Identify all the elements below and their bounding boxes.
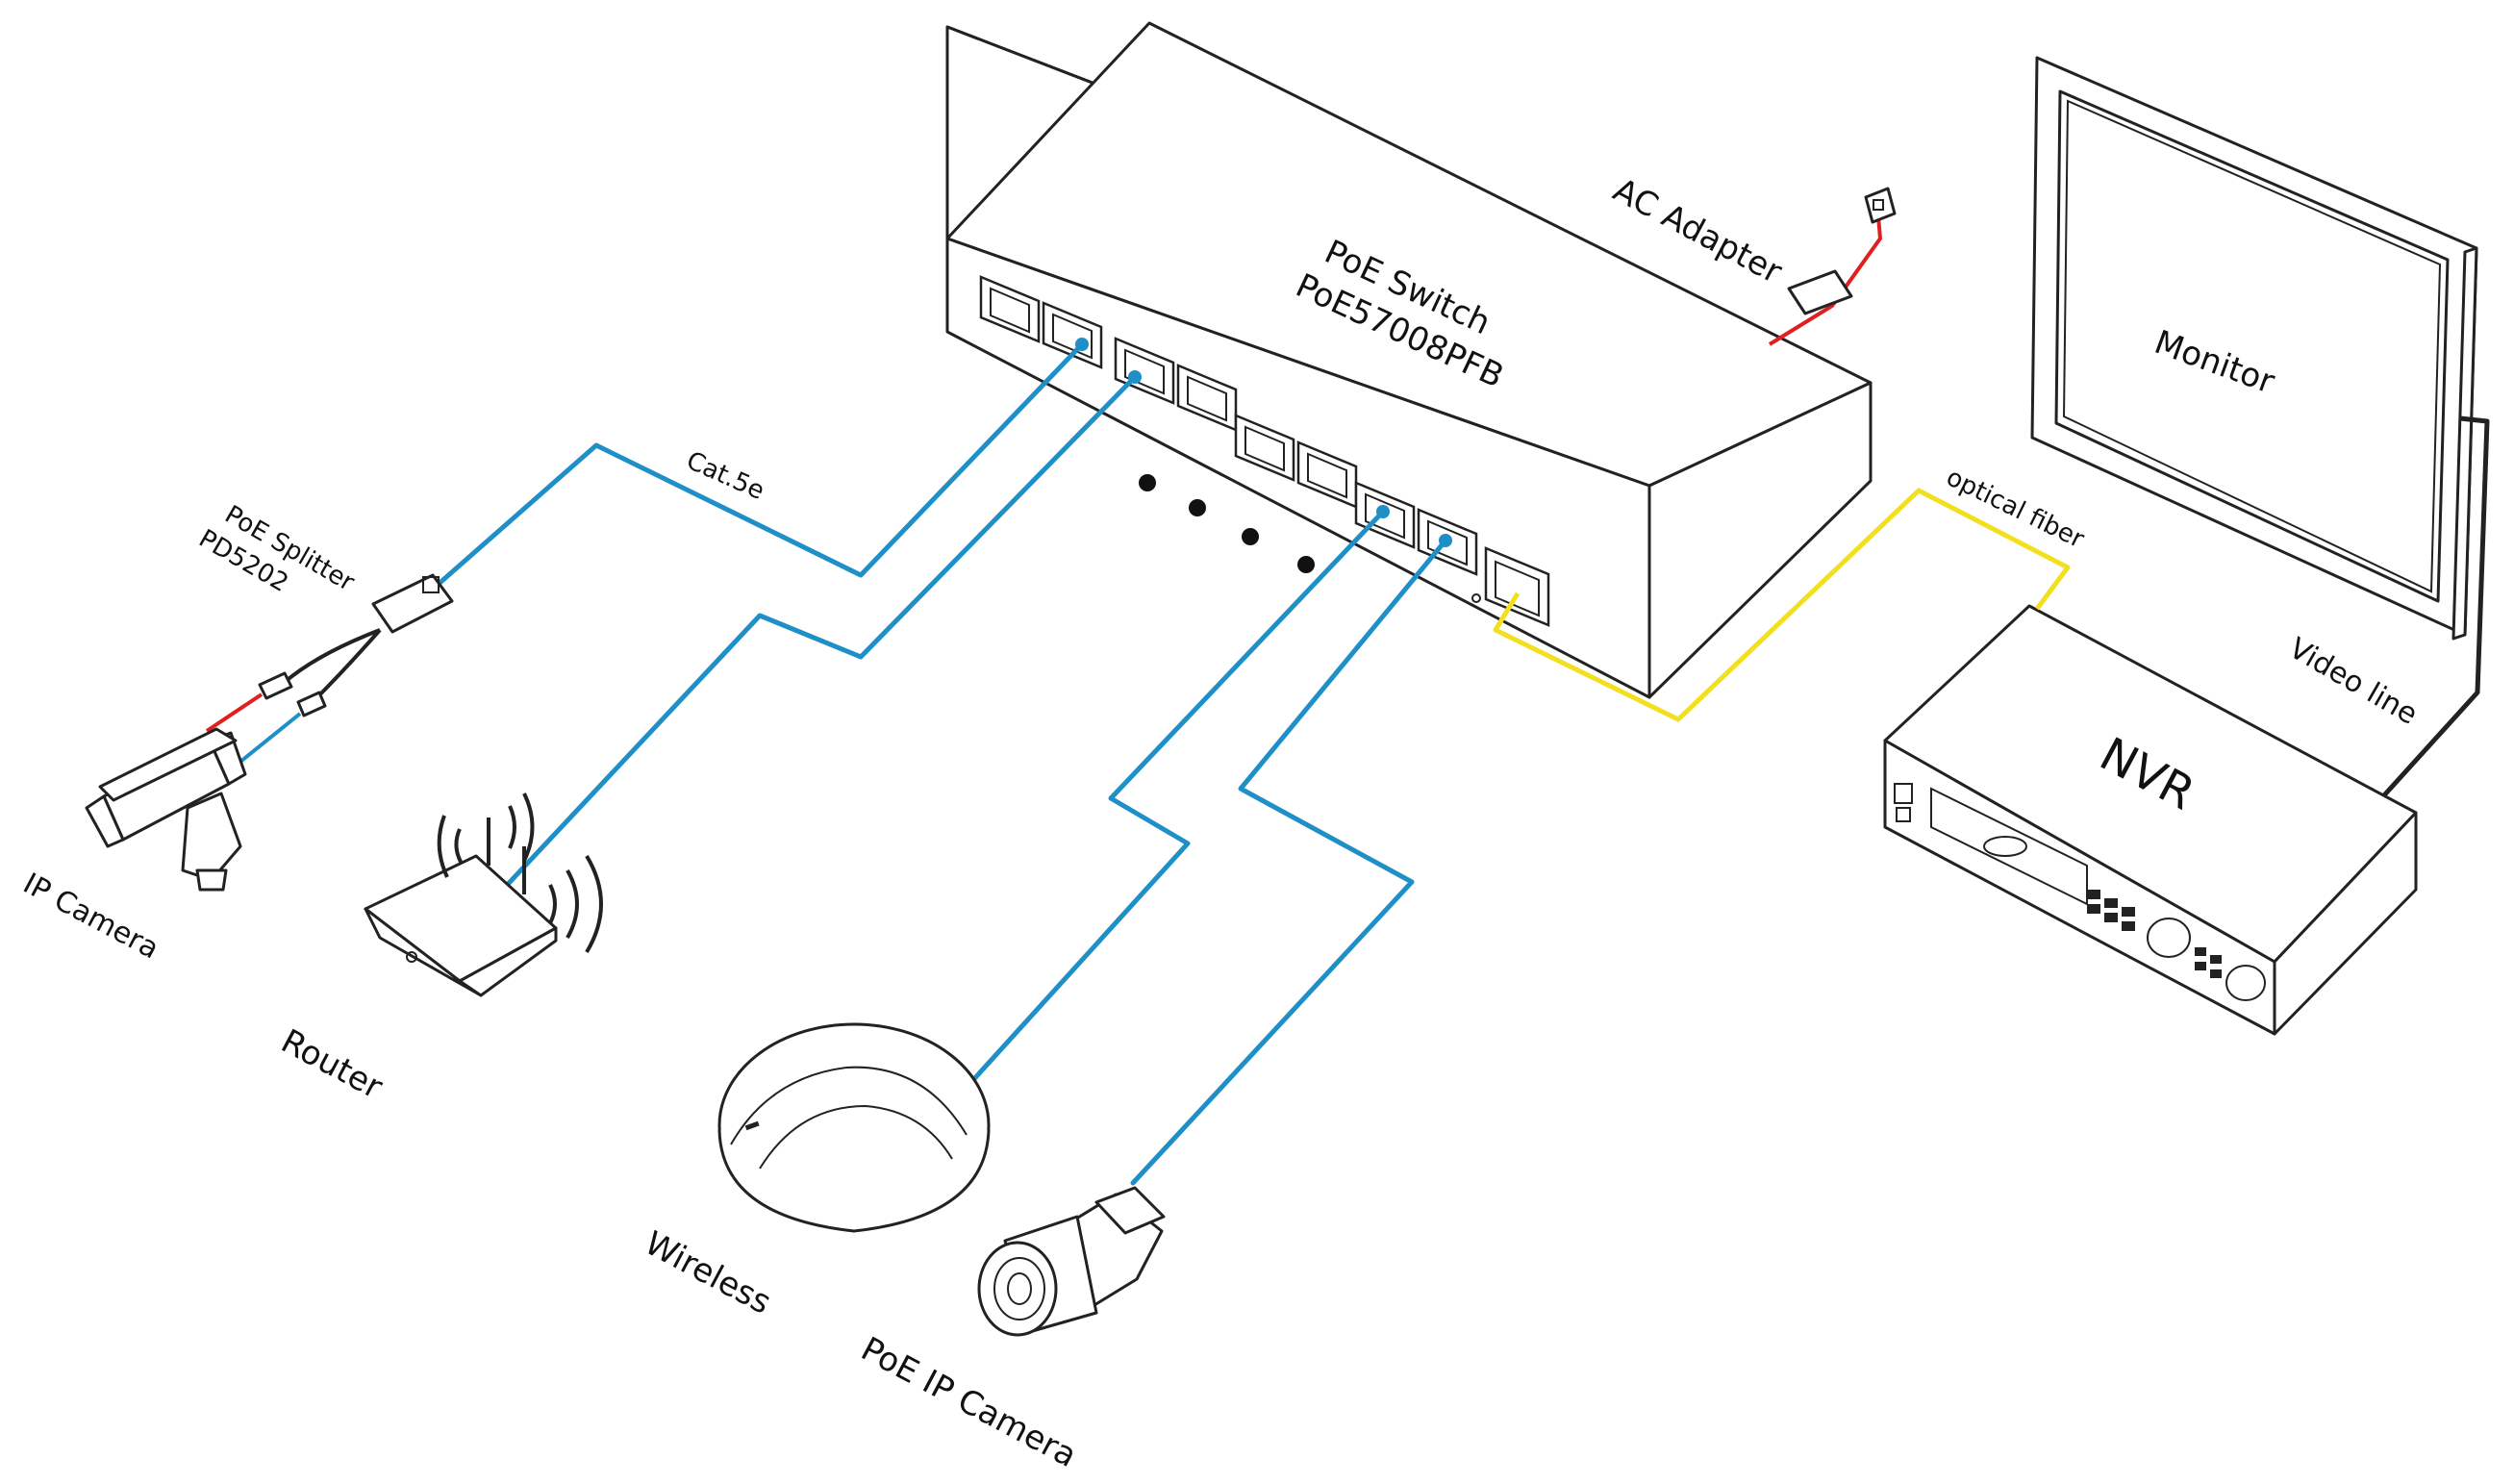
nvr-buttons-right xyxy=(2195,947,2222,978)
video-line-label: Video line xyxy=(2283,632,2423,732)
wireless-label: Wireless xyxy=(639,1224,777,1322)
wifi-signal-icon xyxy=(437,792,603,954)
poe-ip-camera-label: PoE IP Camera xyxy=(855,1330,1083,1475)
ip-camera: IP Camera xyxy=(17,727,247,966)
ip-camera-label: IP Camera xyxy=(17,867,164,966)
poe-ip-camera: PoE IP Camera xyxy=(855,1186,1166,1475)
poe-switch: PoE Switch PoE57008PFB xyxy=(945,21,1873,699)
poe-splitter: PoE Splitter PD5202 xyxy=(194,500,454,771)
nvr: NVR xyxy=(1883,604,2418,1036)
wireless-access-point: Wireless xyxy=(639,1022,991,1322)
switch-ports xyxy=(979,275,1550,627)
cat5e-label: Cat.5e xyxy=(682,446,768,506)
more-devices-ellipsis xyxy=(1139,474,1315,573)
nvr-buttons-left xyxy=(2087,890,2135,931)
router: Router xyxy=(275,792,603,1107)
router-label: Router xyxy=(275,1022,389,1107)
